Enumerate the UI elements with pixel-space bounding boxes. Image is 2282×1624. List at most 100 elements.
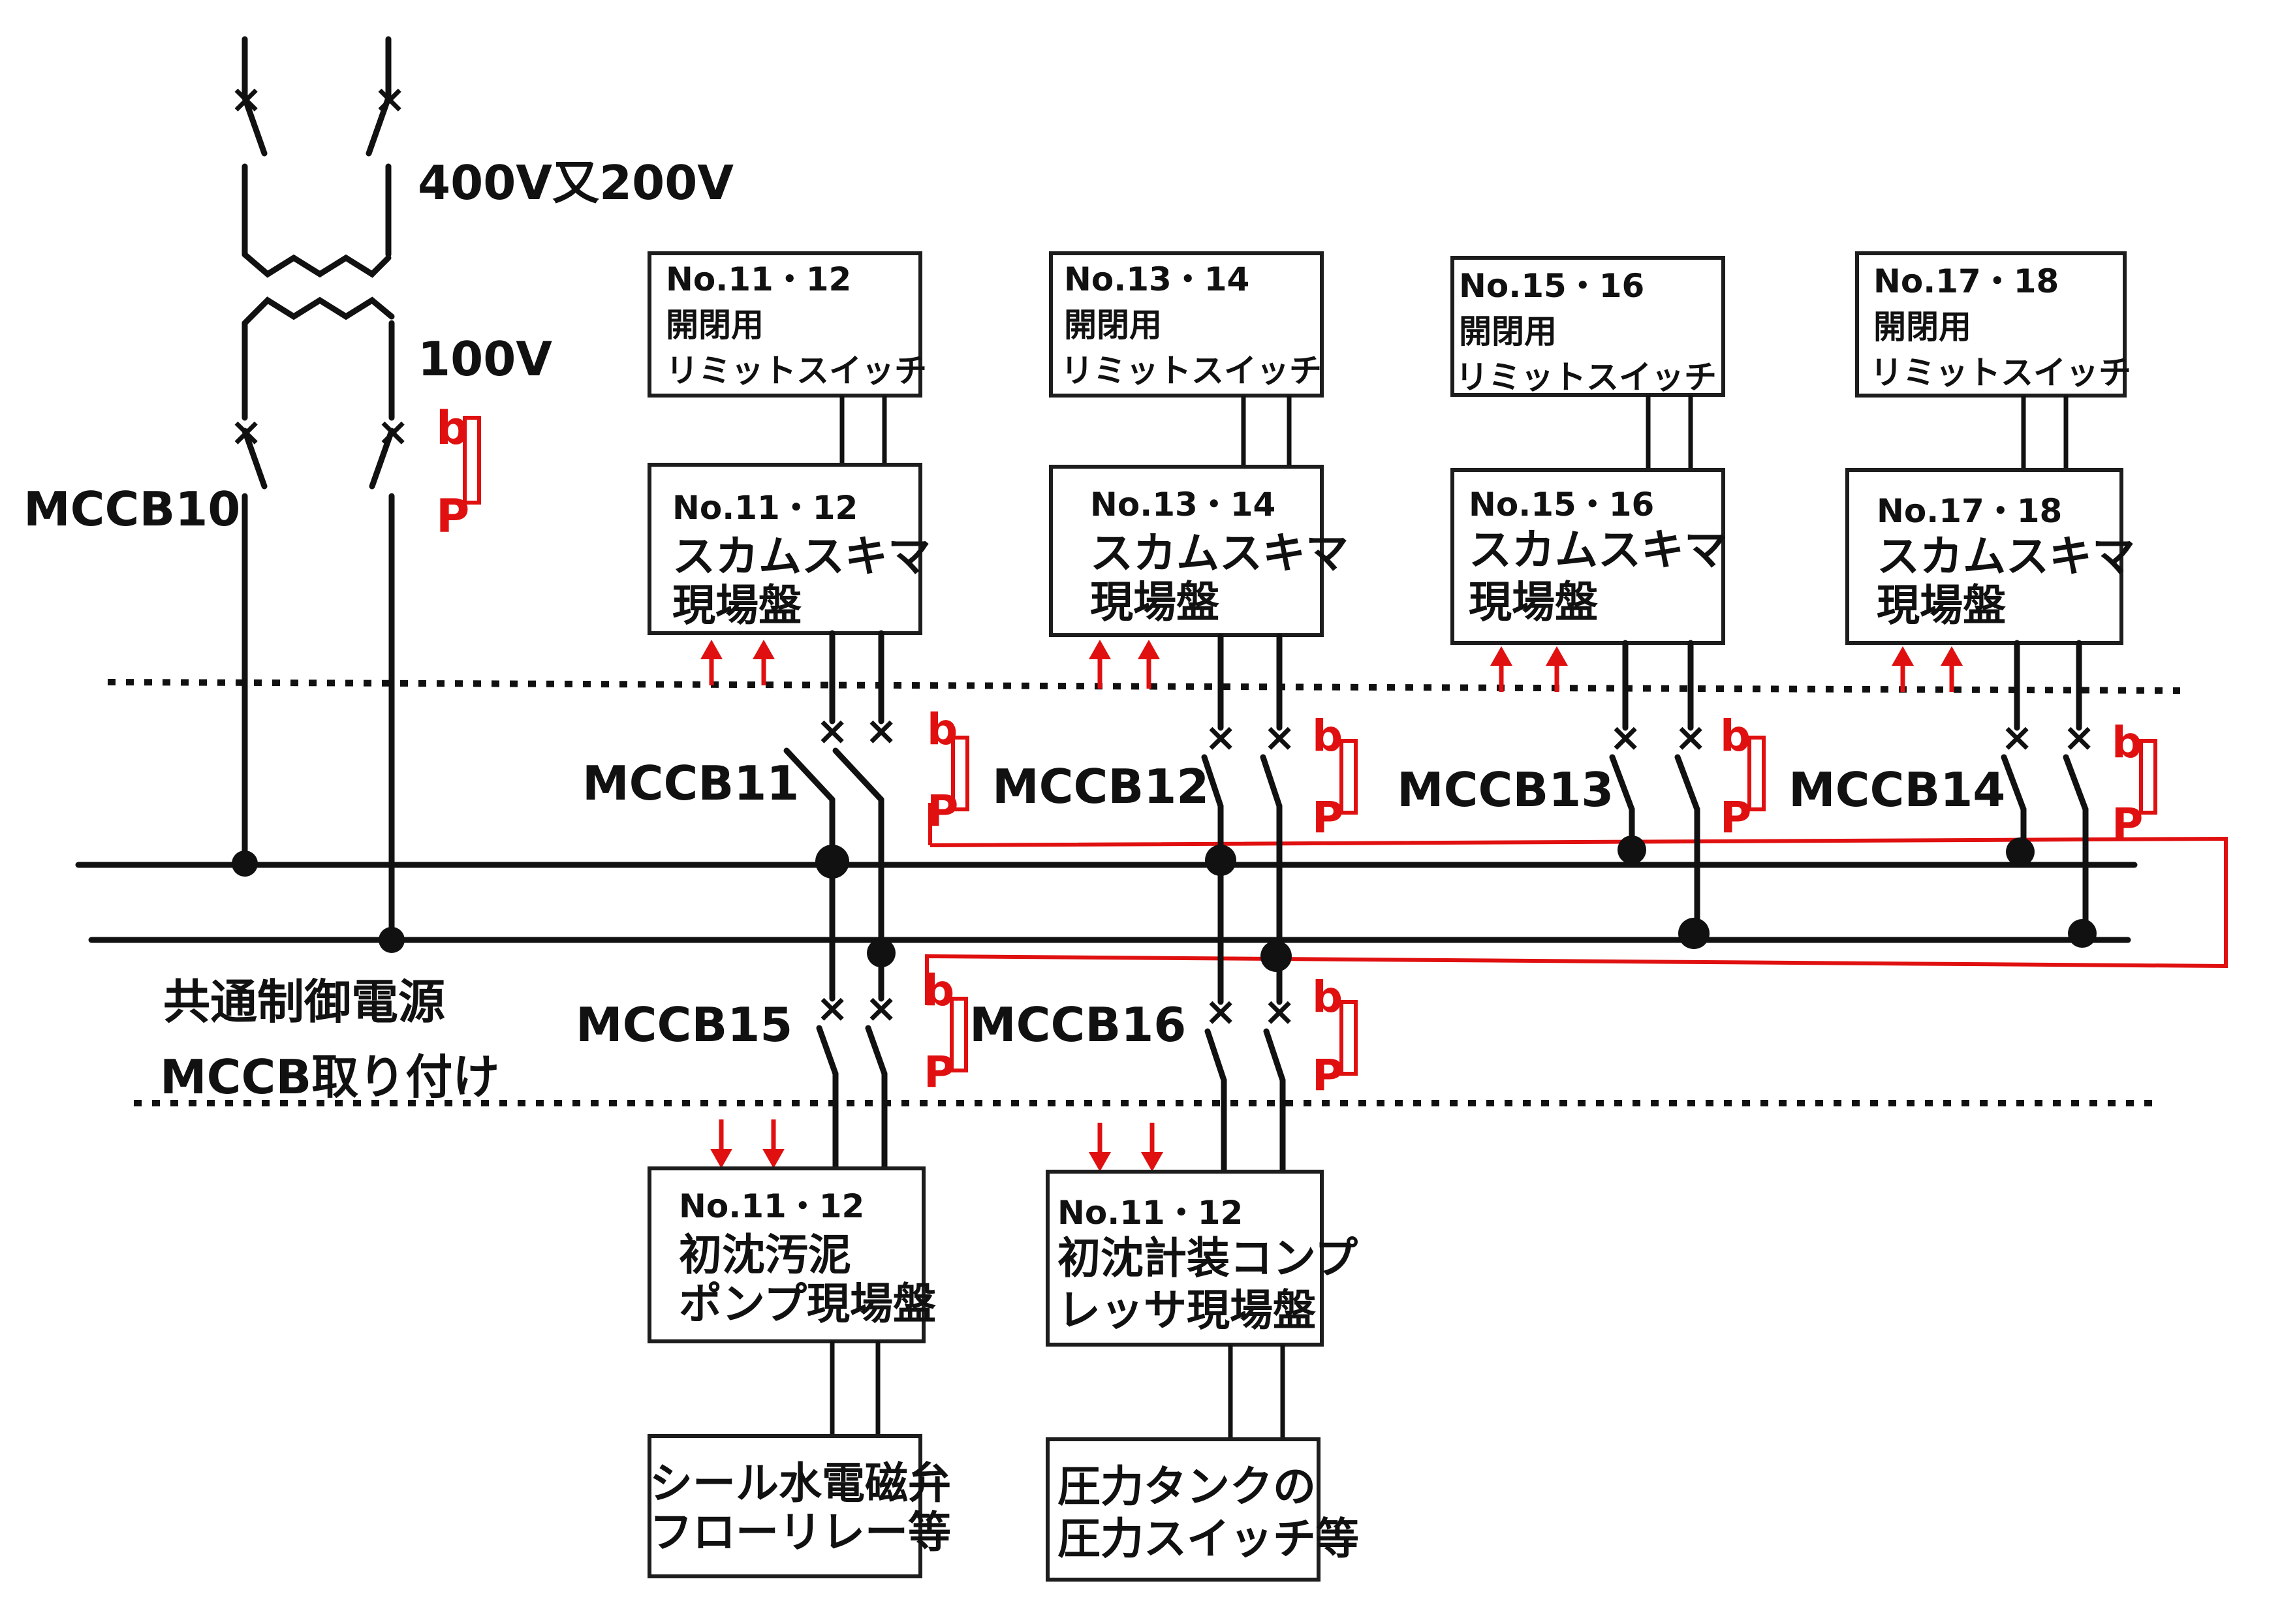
svg-text:×: × bbox=[2063, 715, 2095, 760]
svg-text:×: × bbox=[816, 708, 849, 754]
svg-text:×: × bbox=[1204, 989, 1237, 1035]
svg-text:×: × bbox=[816, 986, 849, 1031]
svg-text:現場盤: 現場盤 bbox=[1469, 577, 1598, 627]
svg-text:×: × bbox=[1674, 715, 1707, 760]
svg-text:リミットスイッチ: リミットスイッチ bbox=[1061, 352, 1322, 390]
down-arrow bbox=[1089, 1123, 1111, 1172]
mccb13-label: MCCB13 bbox=[1397, 762, 1614, 817]
down-arrow bbox=[762, 1119, 785, 1168]
svg-text:×: × bbox=[1204, 715, 1237, 760]
svg-text:開閉用: 開閉用 bbox=[1459, 313, 1557, 351]
up-arrow bbox=[1941, 646, 1963, 692]
svg-text:×: × bbox=[230, 409, 262, 455]
up-arrow bbox=[1089, 640, 1111, 689]
panel-box-2: No.13・14 スカムスキマ 現場盤 bbox=[1049, 465, 1349, 637]
mccb11-label: MCCB11 bbox=[582, 756, 799, 811]
svg-text:P: P bbox=[1312, 1050, 1343, 1101]
svg-text:P: P bbox=[1720, 792, 1751, 843]
up-arrow bbox=[1138, 640, 1160, 689]
secondary-voltage-label: 100V bbox=[418, 332, 552, 386]
svg-text:P: P bbox=[2112, 799, 2143, 849]
mccb14-label: MCCB14 bbox=[1789, 762, 2005, 817]
svg-text:×: × bbox=[230, 76, 262, 122]
svg-text:×: × bbox=[865, 708, 898, 754]
mccb16-label: MCCB16 bbox=[969, 997, 1186, 1052]
transformer-section: × × × × b P bbox=[230, 36, 481, 953]
panel-box-1: No.11・12 スカムスキマ 現場盤 bbox=[648, 463, 931, 635]
svg-text:×: × bbox=[865, 986, 898, 1031]
svg-text:×: × bbox=[2001, 715, 2033, 760]
up-arrow bbox=[1546, 646, 1568, 692]
end-device-1: シール水電磁弁 フローリレー等 bbox=[648, 1434, 951, 1578]
upper-boundary-line bbox=[107, 679, 2181, 694]
svg-text:No.13・14: No.13・14 bbox=[1064, 260, 1249, 298]
svg-text:スカムスキマ: スカムスキマ bbox=[1469, 525, 1727, 575]
svg-text:開閉用: 開閉用 bbox=[1873, 308, 1971, 346]
svg-text:スカムスキマ: スカムスキマ bbox=[1090, 528, 1349, 578]
lower-panel-1: No.11・12 初沈汚泥 ポンプ現場盤 bbox=[648, 1166, 936, 1343]
svg-text:No.15・16: No.15・16 bbox=[1469, 486, 1654, 523]
svg-text:b: b bbox=[2112, 717, 2142, 768]
up-arrow bbox=[700, 640, 723, 685]
svg-text:P: P bbox=[1312, 792, 1343, 843]
svg-text:No.17・18: No.17・18 bbox=[1877, 492, 2062, 530]
caption-line1: 共通制御電源 bbox=[163, 975, 445, 1029]
svg-text:リミットスイッチ: リミットスイッチ bbox=[666, 352, 927, 390]
svg-text:フローリレー等: フローリレー等 bbox=[649, 1507, 951, 1557]
svg-text:スカムスキマ: スカムスキマ bbox=[672, 531, 931, 582]
panel-box-3: No.15・16 スカムスキマ 現場盤 bbox=[1450, 468, 1727, 645]
svg-text:b: b bbox=[924, 965, 954, 1016]
up-arrow bbox=[1490, 646, 1512, 692]
limit-switch-box-3: No.15・16 開閉用 リミットスイッチ bbox=[1450, 256, 1725, 397]
source-voltage-label: 400V又200V bbox=[418, 155, 734, 210]
svg-text:圧力タンクの: 圧力タンクの bbox=[1057, 1461, 1316, 1512]
svg-text:No.11・12: No.11・12 bbox=[1057, 1194, 1243, 1232]
breaker-mccb15: × × b P bbox=[816, 862, 968, 1172]
svg-text:b: b bbox=[1312, 711, 1343, 761]
down-arrow bbox=[1141, 1123, 1163, 1172]
svg-text:リミットスイッチ: リミットスイッチ bbox=[1456, 358, 1717, 396]
svg-text:×: × bbox=[377, 409, 409, 455]
svg-text:×: × bbox=[373, 76, 406, 122]
svg-text:No.17・18: No.17・18 bbox=[1873, 262, 2059, 300]
up-arrow bbox=[1892, 646, 1914, 692]
caption-line2: MCCB取り付け bbox=[160, 1050, 499, 1104]
svg-text:初沈計装コンプ: 初沈計装コンプ bbox=[1057, 1233, 1358, 1283]
control-loop-line bbox=[925, 836, 2228, 1005]
limit-switch-box-2: No.13・14 開閉用 リミットスイッチ bbox=[1049, 251, 1324, 398]
lower-panel-2: No.11・12 初沈計装コンプ レッサ現場盤 bbox=[1046, 1170, 1358, 1347]
breaker-mccb14: × × b P bbox=[2001, 640, 2157, 948]
mccb12-label: MCCB12 bbox=[992, 759, 1209, 814]
svg-text:×: × bbox=[1263, 989, 1296, 1035]
bp-marker-main: b P bbox=[436, 401, 481, 543]
limit-switch-box-4: No.17・18 開閉用 リミットスイッチ bbox=[1855, 251, 2131, 398]
svg-text:b: b bbox=[1720, 711, 1751, 761]
up-arrow bbox=[753, 640, 775, 685]
svg-text:No.11・12: No.11・12 bbox=[666, 260, 851, 298]
svg-text:リミットスイッチ: リミットスイッチ bbox=[1870, 354, 2131, 392]
breaker-mccb13: × × b P bbox=[1609, 640, 1766, 949]
svg-text:開閉用: 開閉用 bbox=[666, 306, 764, 344]
svg-text:レッサ現場盤: レッサ現場盤 bbox=[1057, 1285, 1316, 1335]
svg-text:開閉用: 開閉用 bbox=[1064, 306, 1162, 344]
svg-text:圧力スイッチ等: 圧力スイッチ等 bbox=[1057, 1514, 1359, 1564]
svg-text:No.15・16: No.15・16 bbox=[1459, 267, 1644, 305]
breaker-mccb16: × × b P bbox=[1204, 862, 1358, 1175]
svg-text:b: b bbox=[1312, 972, 1343, 1022]
end-device-2: 圧力タンクの 圧力スイッチ等 bbox=[1046, 1437, 1359, 1582]
svg-text:現場盤: 現場盤 bbox=[672, 580, 802, 631]
svg-text:No.13・14: No.13・14 bbox=[1090, 486, 1275, 523]
svg-text:ポンプ現場盤: ポンプ現場盤 bbox=[679, 1279, 936, 1329]
svg-text:×: × bbox=[1609, 715, 1642, 760]
breaker-mccb12: × × b P bbox=[1201, 633, 1358, 972]
upward-arrows bbox=[700, 640, 1963, 692]
svg-text:シール水電磁弁: シール水電磁弁 bbox=[649, 1458, 951, 1508]
svg-text:スカムスキマ: スカムスキマ bbox=[1877, 531, 2135, 582]
svg-text:現場盤: 現場盤 bbox=[1090, 577, 1219, 627]
svg-text:No.11・12: No.11・12 bbox=[679, 1187, 864, 1225]
svg-text:初沈汚泥: 初沈汚泥 bbox=[679, 1230, 851, 1280]
svg-text:×: × bbox=[1263, 715, 1296, 760]
panel-box-4: No.17・18 スカムスキマ 現場盤 bbox=[1845, 468, 2135, 645]
downward-arrows bbox=[710, 1119, 1163, 1172]
